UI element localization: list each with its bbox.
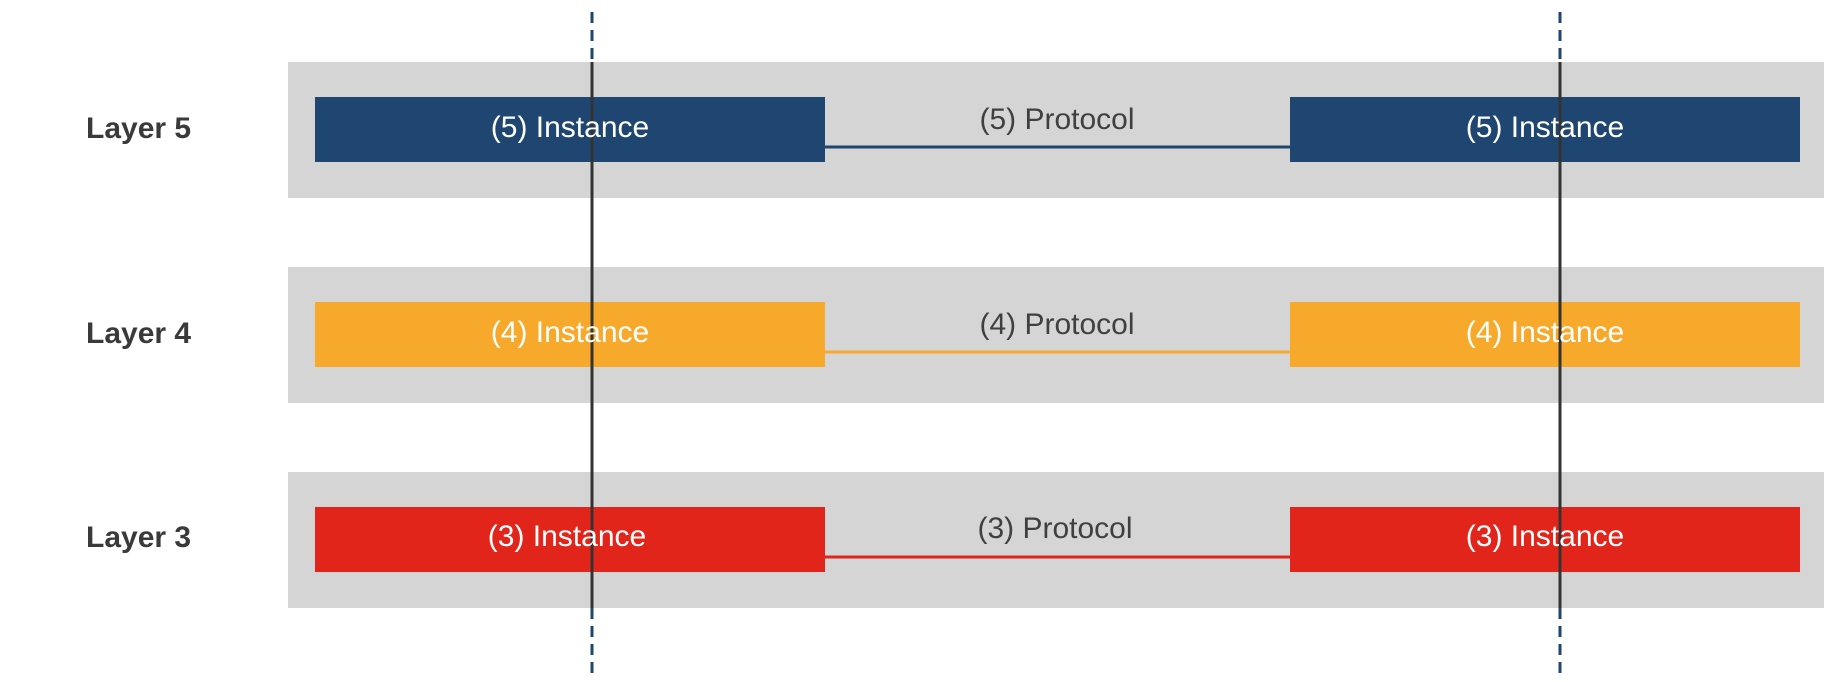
layer-5-right-instance-label: (5) Instance bbox=[1465, 111, 1625, 144]
layer-4-right-instance-label: (4) Instance bbox=[1465, 316, 1625, 349]
layer-5-left-instance-label: (5) Instance bbox=[490, 111, 650, 144]
layer-3-protocol-label: (3) Protocol bbox=[977, 512, 1133, 545]
layer-3-right-instance-label: (3) Instance bbox=[1465, 520, 1625, 553]
layer-3-left-instance-label: (3) Instance bbox=[487, 520, 647, 553]
layer-5-left-instance-box bbox=[315, 97, 825, 162]
layer-5-protocol-label: (5) Protocol bbox=[979, 103, 1135, 136]
layer-5-label: Layer 5 bbox=[86, 112, 192, 145]
layer-3-right-instance-box bbox=[1290, 507, 1800, 572]
layer-3-left-instance-box bbox=[315, 507, 825, 572]
layer-4-right-instance-box bbox=[1290, 302, 1800, 367]
layer-4-left-instance-label: (4) Instance bbox=[490, 316, 650, 349]
layer-4-left-instance-box bbox=[315, 302, 825, 367]
layer-3-label: Layer 3 bbox=[86, 521, 192, 554]
layer-5-right-instance-box bbox=[1290, 97, 1800, 162]
layer-4-protocol-label: (4) Protocol bbox=[979, 308, 1135, 341]
layer-4-label: Layer 4 bbox=[86, 317, 192, 350]
